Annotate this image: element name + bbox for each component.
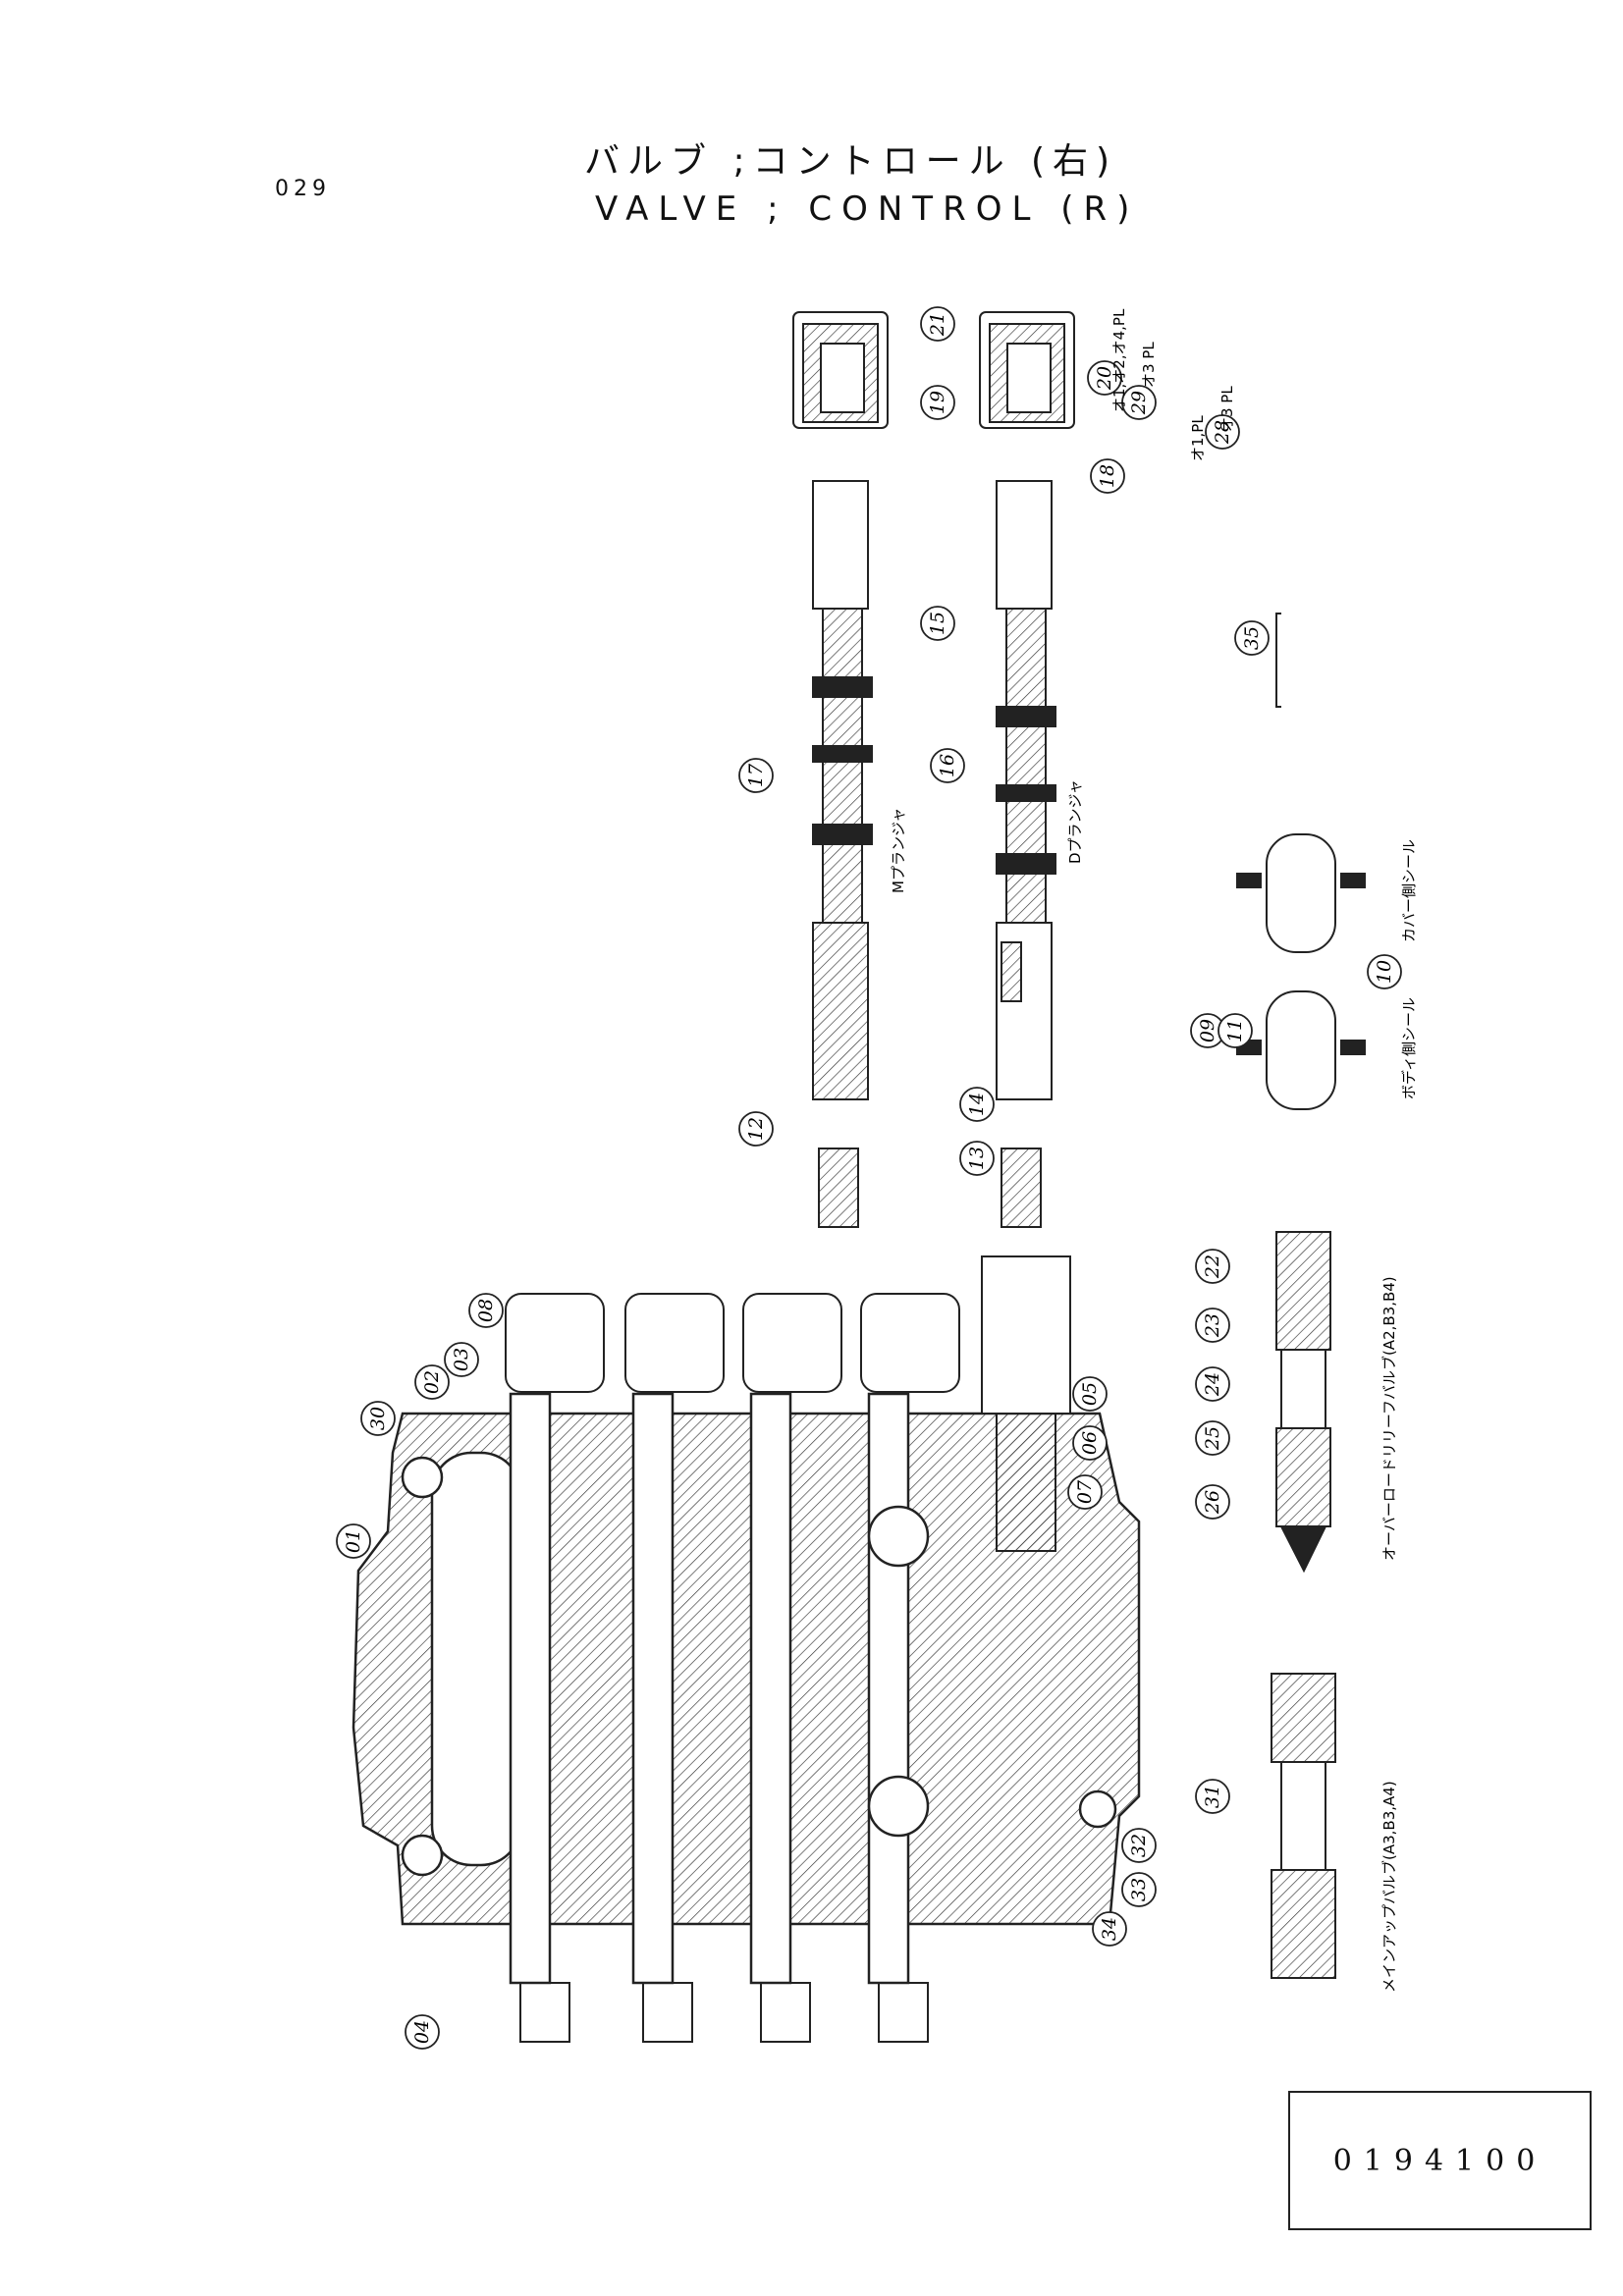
callout-28: 28 — [1205, 414, 1240, 450]
callout-number: 21 — [927, 312, 948, 337]
main-body-caps — [505, 1293, 960, 1393]
callout-22: 22 — [1195, 1249, 1230, 1284]
label-m-plunger: Mプランジャ — [890, 808, 907, 893]
valve-body — [352, 1392, 1141, 1985]
callout-number: 30 — [367, 1407, 389, 1430]
callout-33: 33 — [1121, 1872, 1157, 1907]
note-20: オ1,オ2,オ4,PL — [1110, 308, 1128, 412]
callout-08: 08 — [468, 1293, 504, 1328]
callout-number: 14 — [966, 1093, 988, 1116]
callout-number: 32 — [1128, 1834, 1150, 1857]
callout-11: 11 — [1217, 1013, 1253, 1048]
callout-number: 33 — [1128, 1878, 1150, 1901]
callout-30: 30 — [360, 1401, 396, 1436]
callout-02: 02 — [414, 1364, 450, 1400]
label-d-plunger: Dプランジャ — [1066, 779, 1084, 864]
callout-number: 22 — [1202, 1255, 1223, 1279]
callout-14: 14 — [959, 1087, 995, 1122]
callout-number: 01 — [343, 1529, 364, 1553]
callout-number: 19 — [927, 391, 948, 414]
callout-number: 26 — [1202, 1490, 1223, 1515]
callout-01: 01 — [336, 1523, 371, 1559]
callout-number: 17 — [745, 763, 767, 787]
callout-number: 07 — [1074, 1479, 1096, 1504]
callout-06: 06 — [1072, 1425, 1108, 1461]
callout-number: 11 — [1224, 1019, 1246, 1042]
callout-24: 24 — [1195, 1366, 1230, 1402]
callout-26: 26 — [1195, 1484, 1230, 1520]
note-27: オ1,PL — [1189, 415, 1207, 461]
title-english: VALVE ; CONTROL (R) — [595, 189, 1140, 229]
callout-number: 23 — [1202, 1313, 1223, 1338]
callout-18: 18 — [1090, 458, 1125, 494]
drawing-code: 0194100 — [1288, 2091, 1592, 2230]
callout-29: 29 — [1121, 385, 1157, 420]
callout-15: 15 — [920, 606, 955, 641]
callout-07: 07 — [1067, 1474, 1103, 1510]
callout-number: 12 — [745, 1117, 767, 1141]
callout-number: 25 — [1202, 1426, 1223, 1451]
callout-03: 03 — [444, 1342, 479, 1377]
callout-number: 15 — [927, 612, 948, 635]
label-body-seal: ボディ側シール — [1400, 997, 1418, 1099]
page-number: 029 — [275, 177, 331, 201]
callout-32: 32 — [1121, 1828, 1157, 1863]
cap-left — [792, 311, 889, 429]
callout-number: 06 — [1079, 1431, 1101, 1455]
callout-number: 29 — [1128, 391, 1150, 415]
callout-number: 20 — [1094, 366, 1115, 391]
callout-04: 04 — [405, 2014, 440, 2050]
note-28: オ3 PL — [1218, 386, 1236, 432]
group-bracket — [1275, 613, 1281, 708]
main-relief-valve-detail — [1271, 1673, 1336, 1979]
side-relief-valve — [981, 1255, 1071, 1552]
callout-number: 16 — [937, 754, 958, 777]
callout-number: 35 — [1241, 626, 1263, 650]
callout-20: 20 — [1087, 360, 1122, 396]
m-plunger — [812, 480, 873, 1100]
cap-right — [979, 311, 1075, 429]
callout-number: 31 — [1202, 1785, 1223, 1808]
label-main-relief-valve: メインアップバルブ(A3,B3,A4) — [1380, 1781, 1398, 1993]
seal-detail — [1236, 833, 1366, 1110]
label-cover-seal: カバー側シール — [1400, 839, 1418, 942]
d-plunger — [996, 480, 1056, 1100]
callout-number: 04 — [411, 2020, 433, 2044]
label-overload-valve: オーバーロードリリーフバルブ(A2,B3,B4) — [1380, 1276, 1398, 1561]
note-29: オ3 PL — [1140, 342, 1158, 388]
callout-35: 35 — [1234, 620, 1270, 656]
spool-end-fittings — [818, 1148, 1042, 1228]
callout-number: 08 — [475, 1299, 497, 1322]
callout-number: 03 — [451, 1348, 472, 1371]
callout-number: 24 — [1202, 1372, 1223, 1397]
callout-25: 25 — [1195, 1420, 1230, 1456]
callout-number: 05 — [1079, 1382, 1101, 1406]
callout-34: 34 — [1092, 1911, 1127, 1947]
callout-number: 13 — [966, 1147, 988, 1170]
callout-17: 17 — [738, 758, 774, 793]
callout-number: 09 — [1197, 1019, 1218, 1042]
callout-21: 21 — [920, 306, 955, 342]
callout-12: 12 — [738, 1111, 774, 1147]
callout-number: 10 — [1374, 960, 1395, 984]
callout-10: 10 — [1367, 954, 1402, 989]
callout-number: 34 — [1099, 1917, 1120, 1941]
callout-number: 28 — [1212, 420, 1233, 445]
callout-05: 05 — [1072, 1376, 1108, 1412]
callout-13: 13 — [959, 1141, 995, 1176]
callout-19: 19 — [920, 385, 955, 420]
spool-bottom-ends — [519, 1982, 929, 2043]
callout-16: 16 — [930, 748, 965, 783]
callout-number: 02 — [421, 1370, 443, 1394]
callout-23: 23 — [1195, 1308, 1230, 1343]
overload-valve-detail — [1275, 1231, 1331, 1574]
title-japanese: バルブ ;コントロール (右) — [584, 141, 1118, 182]
callout-number: 18 — [1097, 464, 1118, 488]
callout-31: 31 — [1195, 1779, 1230, 1814]
